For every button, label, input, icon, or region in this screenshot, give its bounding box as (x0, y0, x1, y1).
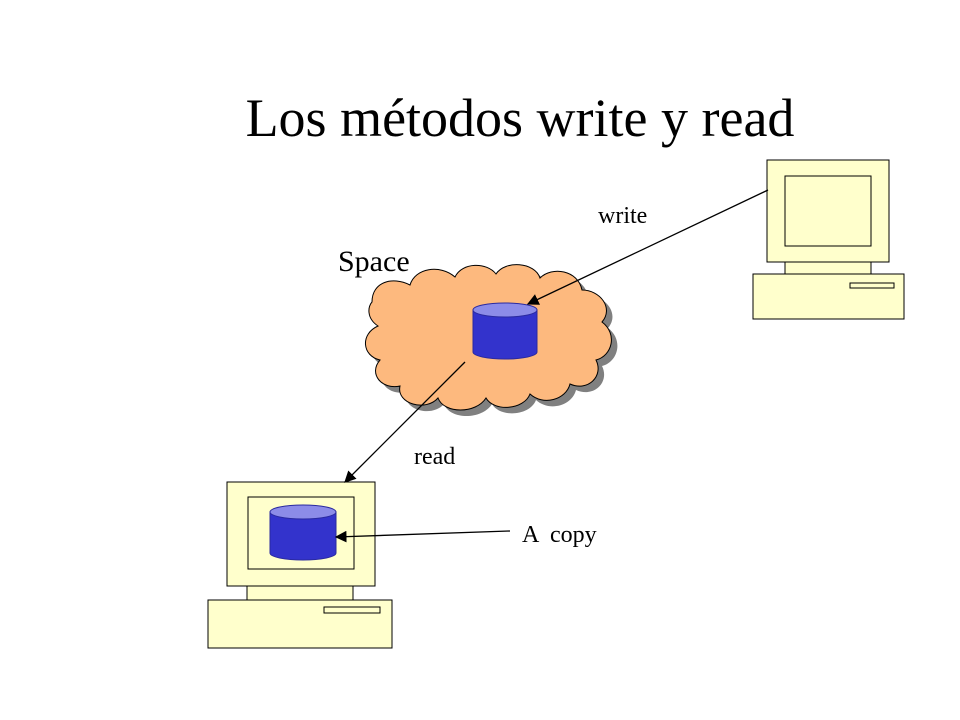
computer-icon (752, 159, 905, 320)
copy-arrow (334, 530, 511, 543)
database-copy-cylinder-icon (269, 504, 337, 561)
copy-label: A copy (522, 522, 597, 548)
space-label: Space (338, 245, 410, 278)
write-label: write (598, 203, 647, 229)
read-arrow (344, 361, 466, 483)
database-cylinder-icon (472, 302, 538, 360)
write-arrow (526, 189, 769, 305)
slide-title: Los métodos write y read (246, 88, 795, 148)
read-label: read (414, 444, 455, 470)
